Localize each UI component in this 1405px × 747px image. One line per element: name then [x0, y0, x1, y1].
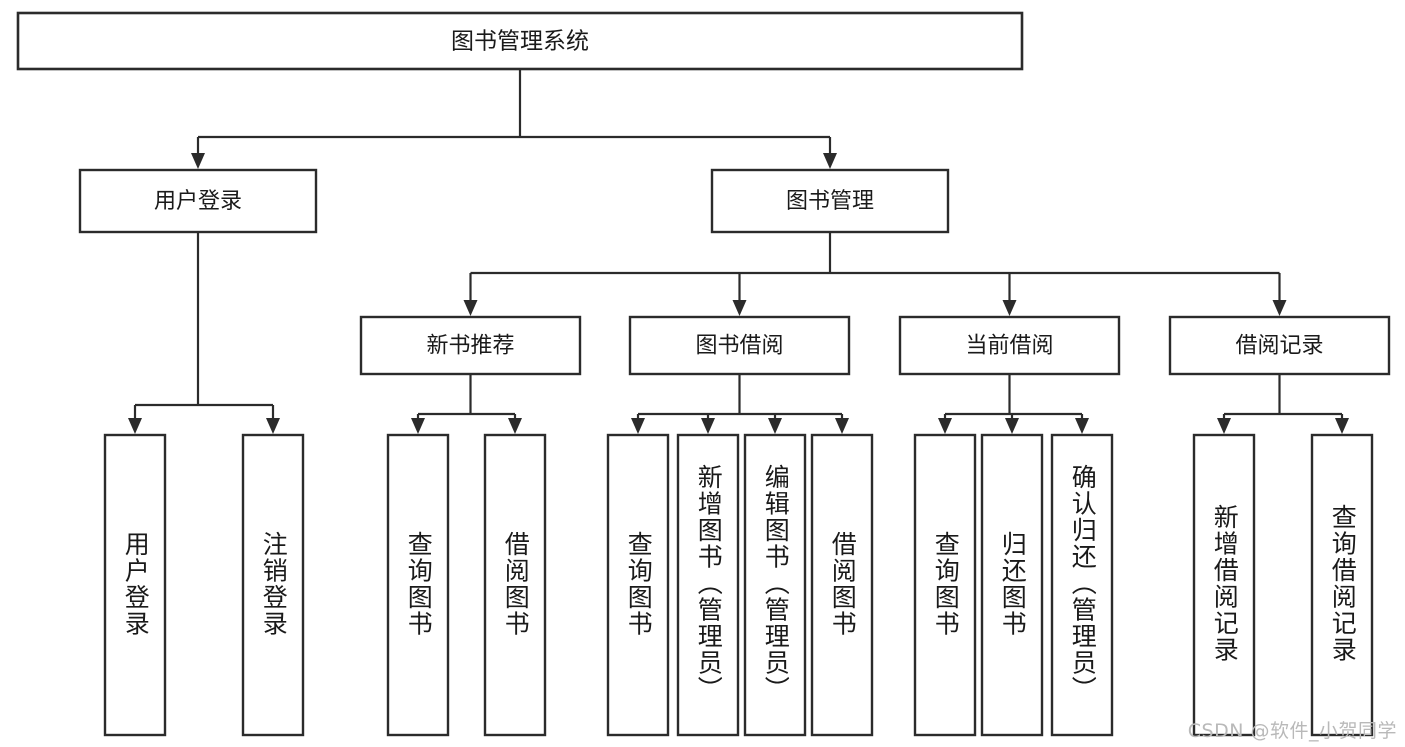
arrow-head-icon: [835, 418, 849, 434]
level3-node-0-label: 新书推荐: [426, 334, 514, 359]
level3-node-1-label: 图书借阅: [695, 334, 783, 359]
arrow-head-icon: [823, 153, 837, 169]
arrow-head-icon: [1005, 418, 1019, 434]
arrow-head-icon: [463, 300, 478, 316]
arrow-head-icon: [631, 418, 645, 434]
leaf-node-8[interactable]: [913, 433, 977, 737]
connector-layer: [128, 69, 1349, 434]
arrow-head-icon: [732, 300, 747, 316]
leaf-node-11[interactable]: [1192, 433, 1256, 737]
arrow-head-icon: [768, 418, 782, 434]
level3-node-2-label: 当前借阅: [965, 334, 1053, 359]
level3-node-2[interactable]: [898, 315, 1121, 376]
level3-node-1[interactable]: [628, 315, 851, 376]
leaf-node-6[interactable]: [743, 433, 807, 737]
leaf-node-2[interactable]: [386, 433, 450, 737]
leaf-node-4[interactable]: [606, 433, 670, 737]
level2-node-1-label: 图书管理: [786, 189, 874, 214]
node-box-layer: [16, 11, 1391, 737]
level3-node-3[interactable]: [1168, 315, 1391, 376]
arrow-head-icon: [508, 418, 522, 434]
level3-node-3-label: 借阅记录: [1235, 334, 1323, 359]
level2-node-0[interactable]: [78, 168, 318, 234]
leaf-node-0[interactable]: [103, 433, 167, 737]
leaf-node-1[interactable]: [241, 433, 305, 737]
arrow-head-icon: [1075, 418, 1089, 434]
arrow-head-icon: [1272, 300, 1287, 316]
leaf-node-5[interactable]: [676, 433, 740, 737]
root-node-label: 图书管理系统: [451, 29, 589, 55]
arrow-head-icon: [701, 418, 715, 434]
arrow-head-icon: [1002, 300, 1017, 316]
level2-node-1[interactable]: [710, 168, 950, 234]
arrow-head-icon: [128, 418, 142, 434]
level2-node-0-label: 用户登录: [154, 189, 242, 214]
root-node[interactable]: [16, 11, 1024, 71]
arrow-head-icon: [191, 153, 205, 169]
leaf-node-7[interactable]: [810, 433, 874, 737]
leaf-node-12[interactable]: [1310, 433, 1374, 737]
leaf-node-9[interactable]: [980, 433, 1044, 737]
arrow-head-icon: [938, 418, 952, 434]
arrow-head-icon: [411, 418, 425, 434]
arrow-head-icon: [266, 418, 280, 434]
arrow-head-icon: [1217, 418, 1231, 434]
level3-node-0[interactable]: [359, 315, 582, 376]
leaf-node-10[interactable]: [1050, 433, 1114, 737]
leaf-node-3[interactable]: [483, 433, 547, 737]
arrow-head-icon: [1335, 418, 1349, 434]
